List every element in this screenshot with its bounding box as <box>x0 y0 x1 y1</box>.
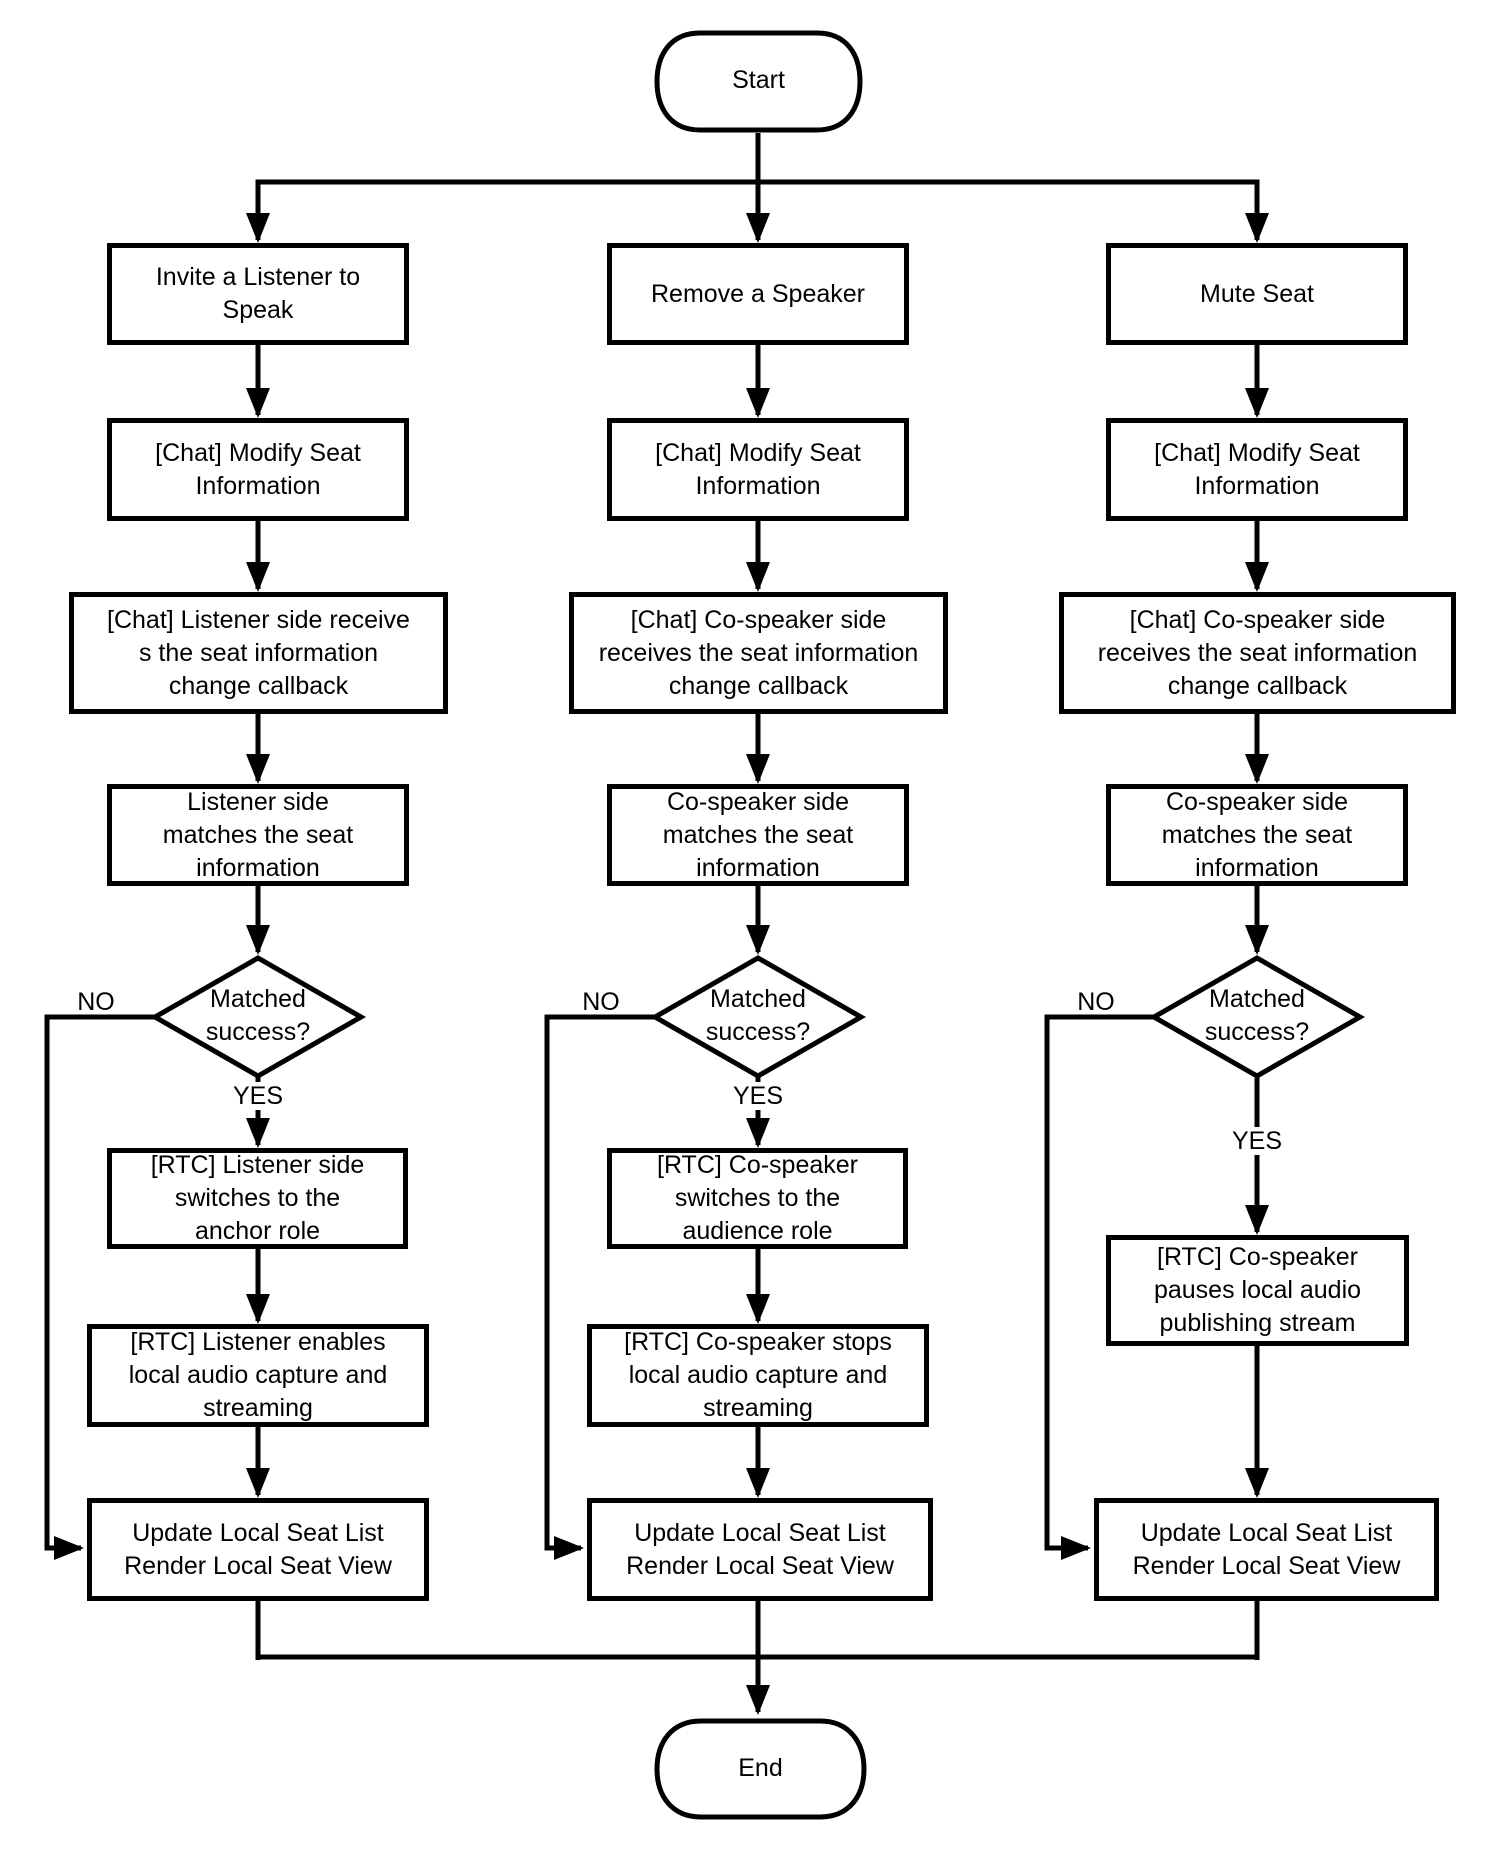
col1-matched-success-diamond <box>149 955 367 1079</box>
edge-c3-no <box>1044 1014 1154 1561</box>
col1-decision-label: Matched success? <box>205 985 311 1046</box>
col1-rtc-stream-box: [RTC] Listener enables local audio captu… <box>87 1324 429 1427</box>
col2-match-box: Co-speaker side matches the seat informa… <box>607 784 909 886</box>
col2-decision-label: Matched success? <box>705 985 811 1046</box>
col2-update-seat-box: Update Local Seat List Render Local Seat… <box>587 1498 933 1601</box>
col2-no-label: NO <box>582 988 620 1016</box>
col2-callback-box: [Chat] Co-speaker side receives the seat… <box>569 592 948 714</box>
start-terminator <box>654 30 863 133</box>
col1-update-seat-box: Update Local Seat List Render Local Seat… <box>87 1498 429 1601</box>
col2-rtc-stream-box: [RTC] Co-speaker stops local audio captu… <box>587 1324 929 1427</box>
col1-match-box: Listener side matches the seat informati… <box>107 784 409 886</box>
edge-c1-no <box>44 1014 155 1561</box>
col3-matched-success-diamond <box>1148 955 1366 1079</box>
col2-remove-speaker-box: Remove a Speaker <box>607 243 909 345</box>
col3-yes-label: YES <box>1217 1127 1297 1155</box>
col1-callback-box: [Chat] Listener side receive s the seat … <box>69 592 448 714</box>
end-terminator <box>654 1718 867 1820</box>
col1-invite-listener-box: Invite a Listener to Speak <box>107 243 409 345</box>
col3-match-box: Co-speaker side matches the seat informa… <box>1106 784 1408 886</box>
col1-yes-label: YES <box>218 1082 298 1110</box>
col3-modify-seat-box: [Chat] Modify Seat Information <box>1106 418 1408 521</box>
col1-no-label: NO <box>77 988 115 1016</box>
col1-modify-seat-box: [Chat] Modify Seat Information <box>107 418 409 521</box>
col3-update-seat-box: Update Local Seat List Render Local Seat… <box>1094 1498 1439 1601</box>
col3-decision-label: Matched success? <box>1204 985 1310 1046</box>
col3-no-label: NO <box>1077 988 1115 1016</box>
start-label: Start <box>732 65 785 94</box>
col3-callback-box: [Chat] Co-speaker side receives the seat… <box>1059 592 1456 714</box>
col1-rtc-switch-box: [RTC] Listener side switches to the anch… <box>107 1148 408 1249</box>
end-label: End <box>738 1753 783 1782</box>
col2-rtc-switch-box: [RTC] Co-speaker switches to the audienc… <box>607 1148 908 1249</box>
col2-matched-success-diamond <box>649 955 867 1079</box>
col2-yes-label: YES <box>718 1082 798 1110</box>
col2-modify-seat-box: [Chat] Modify Seat Information <box>607 418 909 521</box>
col3-mute-seat-box: Mute Seat <box>1106 243 1408 345</box>
col3-rtc-pause-box: [RTC] Co-speaker pauses local audio publ… <box>1106 1235 1409 1346</box>
edge-c2-no <box>544 1014 655 1561</box>
